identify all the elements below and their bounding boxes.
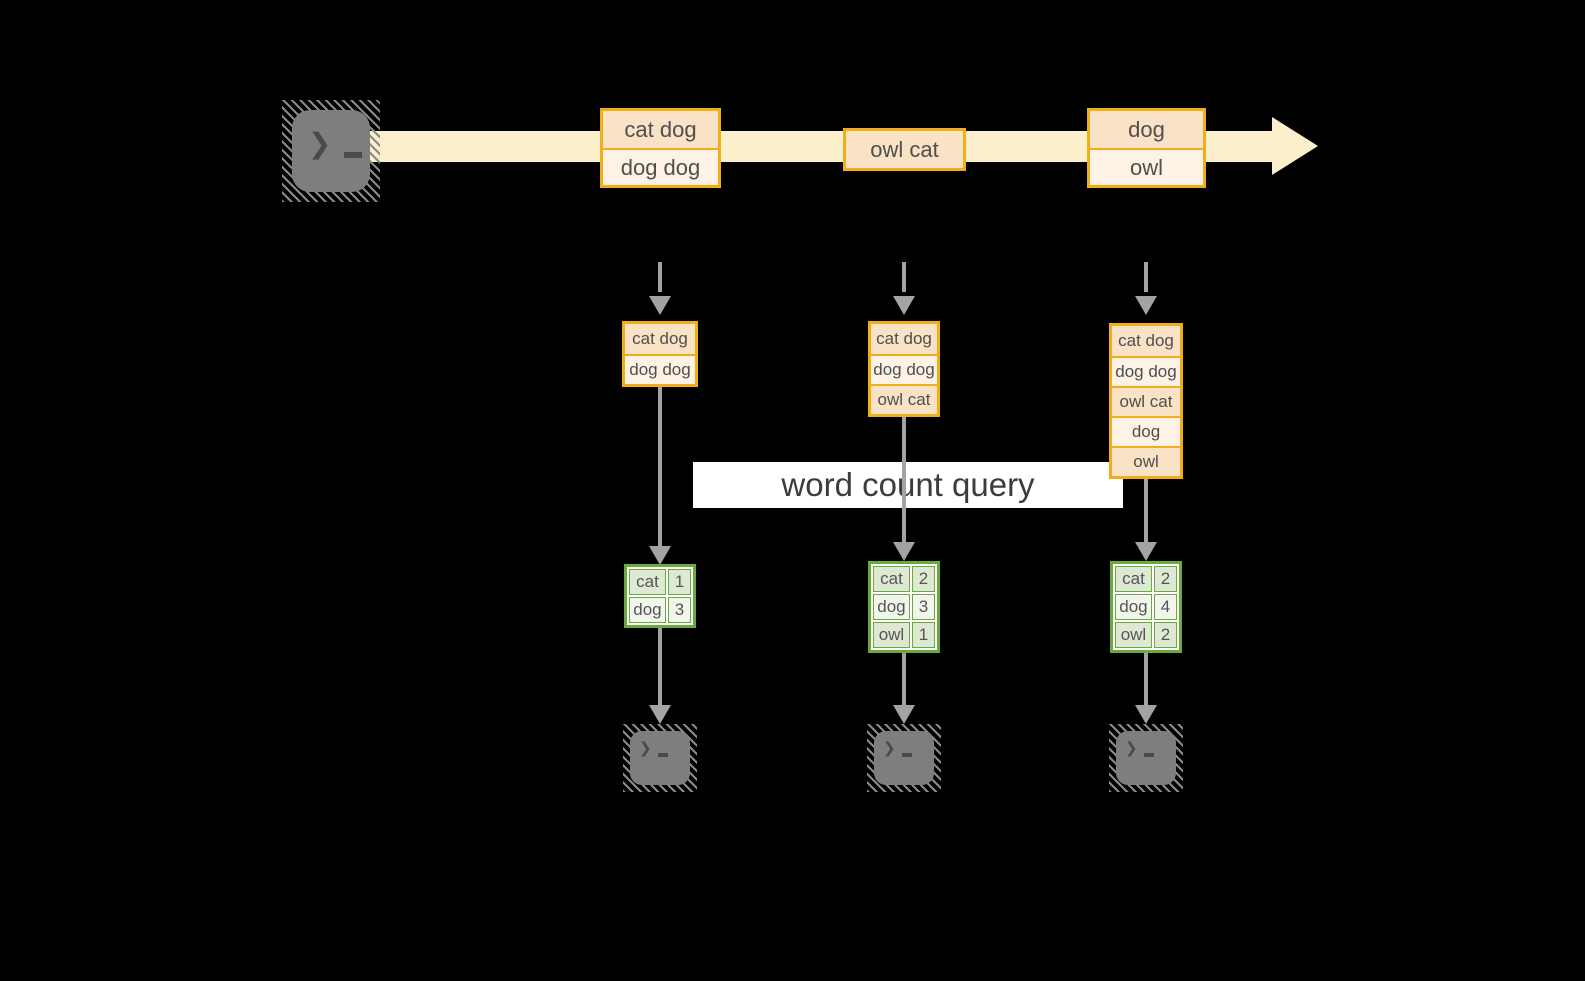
batch-item: dog [1090,111,1203,148]
batch-item: owl cat [846,131,963,168]
state-item: owl [1112,446,1180,476]
arrow-line [1144,653,1148,705]
state-item: dog dog [625,354,695,384]
state-stack-1: cat dog dog dog [622,321,698,387]
count-word: cat [873,566,910,592]
terminal-screen: ❯ [292,110,370,192]
batch-item: dog dog [603,148,718,185]
state-item: owl cat [1112,386,1180,416]
count-value: 3 [911,594,935,620]
count-table-2: cat 2 dog 3 owl 1 [868,561,940,653]
terminal-screen: ❯ [1116,731,1176,785]
count-value: 4 [1153,594,1177,620]
state-item: dog dog [1112,356,1180,386]
terminal-source-icon: ❯ [282,100,380,202]
dashed-arrow-line [902,262,906,292]
batch-item: owl [1090,148,1203,185]
arrowhead-icon [1135,705,1157,724]
prompt-underscore-icon [344,152,362,158]
prompt-chevron-icon: ❯ [308,128,332,159]
prompt-underscore-icon [902,753,912,757]
arrow-line [658,387,662,546]
arrowhead-icon [649,705,671,724]
count-table-3: cat 2 dog 4 owl 2 [1110,561,1182,653]
arrowhead-icon [649,546,671,565]
arrow-line [658,628,662,705]
count-value: 3 [667,597,691,623]
count-word: owl [1115,622,1152,648]
stream-batch-1: cat dog dog dog [600,108,721,188]
terminal-output-icon-2: ❯ [867,724,941,792]
state-stack-2: cat dog dog dog owl cat [868,321,940,417]
count-word: dog [873,594,910,620]
stream-arrowhead-icon [1272,117,1318,175]
state-item: dog dog [871,354,937,384]
state-item: cat dog [1112,326,1180,356]
count-value: 1 [911,622,935,648]
state-item: dog [1112,416,1180,446]
query-banner: word count query [693,462,1123,508]
dashed-arrowhead-icon [1135,296,1157,315]
arrowhead-icon [1135,542,1157,561]
dashed-arrowhead-icon [649,296,671,315]
count-value: 2 [1153,566,1177,592]
count-value: 2 [911,566,935,592]
arrowhead-icon [893,542,915,561]
count-value: 1 [667,569,691,595]
count-word: dog [629,597,666,623]
terminal-output-icon-1: ❯ [623,724,697,792]
count-table-1: cat 1 dog 3 [624,564,696,628]
terminal-screen: ❯ [874,731,934,785]
arrow-line [902,417,906,542]
stream-batch-2: owl cat [843,128,966,171]
count-word: cat [629,569,666,595]
prompt-underscore-icon [658,753,668,757]
query-label: word count query [781,466,1035,503]
prompt-chevron-icon: ❯ [639,740,652,757]
stream-batch-3: dog owl [1087,108,1206,188]
terminal-screen: ❯ [630,731,690,785]
state-item: cat dog [625,324,695,354]
terminal-output-icon-3: ❯ [1109,724,1183,792]
state-item: owl cat [871,384,937,414]
prompt-underscore-icon [1144,753,1154,757]
prompt-chevron-icon: ❯ [1125,740,1138,757]
dashed-arrow-line [658,262,662,292]
count-word: owl [873,622,910,648]
arrowhead-icon [893,705,915,724]
count-word: dog [1115,594,1152,620]
prompt-chevron-icon: ❯ [883,740,896,757]
state-stack-3: cat dog dog dog owl cat dog owl [1109,323,1183,479]
batch-item: cat dog [603,111,718,148]
dashed-arrow-line [1144,262,1148,292]
dashed-arrowhead-icon [893,296,915,315]
state-item: cat dog [871,324,937,354]
count-word: cat [1115,566,1152,592]
arrow-line [1144,473,1148,542]
arrow-line [902,653,906,705]
count-value: 2 [1153,622,1177,648]
